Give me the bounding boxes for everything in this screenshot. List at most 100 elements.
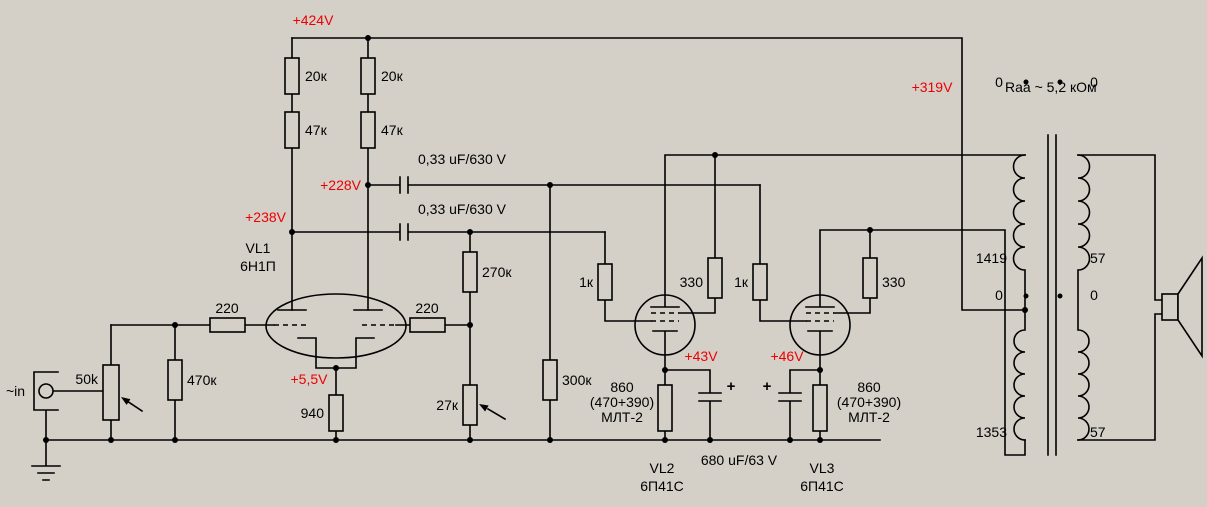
junction-dot <box>662 437 668 443</box>
junction-dot <box>333 437 339 443</box>
transformer-primary-winding <box>1012 154 1026 441</box>
resistor-47k-1 <box>284 111 300 149</box>
label-330-2: 330 <box>882 274 906 290</box>
voltage-43: +43V <box>684 348 718 364</box>
junction-dot <box>108 437 114 443</box>
label-zero-2: 0 <box>1090 74 1098 90</box>
resistor-940 <box>328 394 344 432</box>
label-vl3-name: VL3 <box>810 460 835 476</box>
resistor-20k-2 <box>360 57 376 95</box>
transformer-secondary-winding <box>1077 154 1091 441</box>
cap-plus-2: + <box>763 378 772 395</box>
label-secondary-turns-2: 57 <box>1090 424 1106 440</box>
label-330-1: 330 <box>680 274 704 290</box>
junction-dot <box>1022 307 1028 313</box>
speaker-cone-icon <box>1177 255 1203 359</box>
junction-dot <box>547 437 553 443</box>
junction-dot <box>867 227 873 233</box>
label-940: 940 <box>301 405 325 421</box>
junction-dot <box>333 365 339 371</box>
label-vl1-type: 6Н1П <box>240 258 276 274</box>
winding-polarity-dots <box>1023 79 1063 299</box>
label-27k: 27к <box>436 397 459 413</box>
vl2-screen-wire <box>678 154 716 314</box>
label-50k: 50k <box>75 371 99 387</box>
resistor-1k-2 <box>752 263 768 301</box>
label-zero-4: 0 <box>1090 287 1098 303</box>
resistor-330-2 <box>862 257 878 299</box>
label-860-2-type: МЛТ-2 <box>848 409 890 425</box>
wire-input-jack <box>33 371 104 441</box>
vl3-grid-wire <box>759 184 807 322</box>
label-47k-1: 47к <box>305 122 328 138</box>
vl2-cathode-wire <box>652 330 722 441</box>
polarity-dot <box>1023 293 1029 299</box>
pot-27k-arrowhead <box>479 404 489 412</box>
resistors <box>102 57 878 432</box>
junction-dot <box>43 437 49 443</box>
junction-dot <box>467 229 473 235</box>
polarity-dot <box>1057 79 1063 85</box>
label-primary-turns-2: 1353 <box>976 424 1007 440</box>
label-input: ~in <box>6 383 25 399</box>
junction-dot <box>172 437 178 443</box>
label-zero-1: 0 <box>995 74 1003 90</box>
label-vl3-type: 6П41С <box>800 478 844 494</box>
polarity-dot <box>1023 79 1029 85</box>
wire-grid-line <box>110 324 471 441</box>
wire-top-rail <box>291 37 1026 311</box>
resistor-860-1 <box>657 384 673 432</box>
vl3-plate <box>805 229 1026 456</box>
cap-plus-1: + <box>727 378 736 395</box>
vl2-grid-wire <box>604 231 652 322</box>
label-47k-2: 47к <box>381 122 404 138</box>
label-220-1: 220 <box>215 300 239 316</box>
pot-27k-wiper <box>486 407 507 421</box>
junction-dot <box>467 437 473 443</box>
resistor-330-1 <box>707 257 723 299</box>
wire-secondary-to-speaker <box>1077 154 1163 441</box>
junction-dots <box>43 35 1028 443</box>
junction-dot <box>467 322 473 328</box>
pot-50k-wiper <box>125 399 144 413</box>
junction-dot <box>817 367 823 373</box>
junction-dot <box>712 152 718 158</box>
resistor-1k-1 <box>597 263 613 301</box>
output-tube-vl3 <box>759 184 1026 456</box>
labels: +424V +319V +228V +238V +5,5V +43V +46V … <box>6 12 1106 494</box>
junction-dot <box>707 437 713 443</box>
label-raa: Raa ~ 5,2 кОм <box>1005 79 1097 95</box>
label-860-1-detail: (470+390) <box>590 394 654 410</box>
ground-symbol <box>31 439 61 481</box>
voltage-319: +319V <box>912 79 954 95</box>
label-1k-1: 1к <box>579 274 594 290</box>
wire-coupling-1 <box>367 176 761 194</box>
junction-dot <box>289 229 295 235</box>
label-300k: 300к <box>562 372 592 388</box>
speaker-body <box>1161 293 1179 321</box>
wire-coupling-2 <box>291 223 606 241</box>
resistor-470k <box>167 359 183 401</box>
junction-dot <box>662 367 668 373</box>
label-20k-2: 20к <box>381 68 404 84</box>
voltage-5-5: +5,5V <box>291 371 329 387</box>
resistor-220-1 <box>209 317 246 333</box>
label-470k: 470к <box>187 372 217 388</box>
voltage-228: +228V <box>320 177 362 193</box>
junction-dot <box>365 182 371 188</box>
transformer-core <box>1047 134 1057 456</box>
label-1k-2: 1к <box>734 274 749 290</box>
vl1-envelope <box>265 293 407 359</box>
output-tube-vl2 <box>604 154 1026 441</box>
label-680uf: 680 uF/63 V <box>701 452 778 468</box>
label-270k: 270к <box>482 264 512 280</box>
output-transformer <box>1012 79 1163 456</box>
label-860-1-type: МЛТ-2 <box>601 409 643 425</box>
resistor-47k-2 <box>360 111 376 149</box>
label-cap-2: 0,33 uF/630 V <box>418 201 507 217</box>
junction-dot <box>817 437 823 443</box>
label-860-2-value: 860 <box>857 379 881 395</box>
resistor-220-2 <box>409 317 446 333</box>
label-20k-1: 20к <box>305 68 328 84</box>
driver-tube-vl1 <box>265 293 407 441</box>
